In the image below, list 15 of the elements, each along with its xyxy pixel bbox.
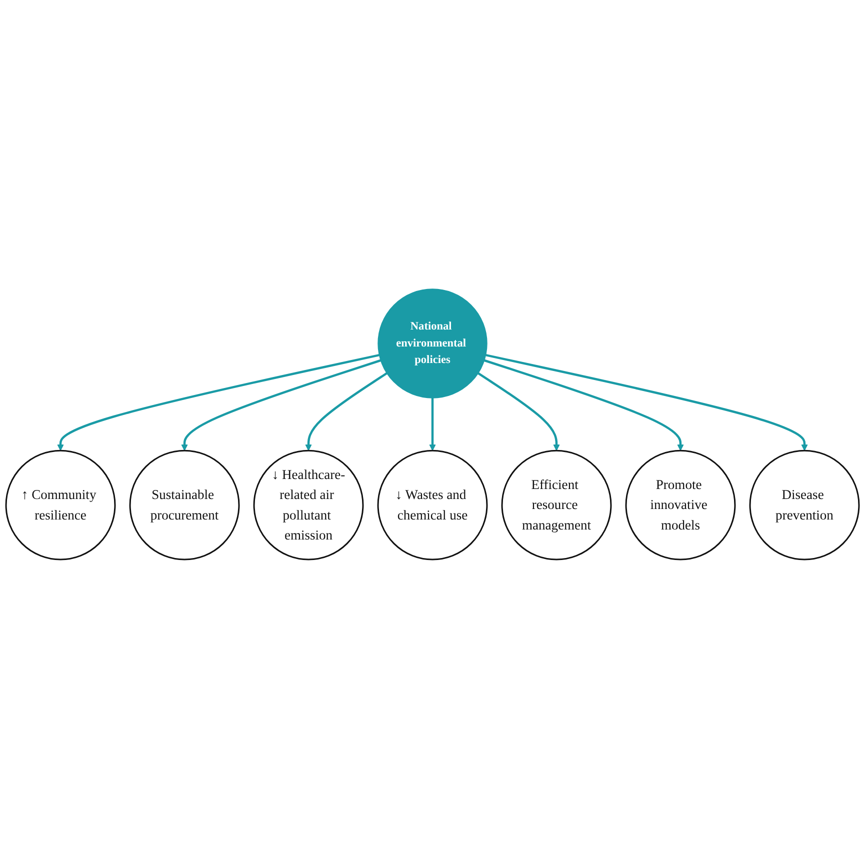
node-circle: ↑ Community resilience bbox=[5, 450, 116, 560]
node-circle: Disease prevention bbox=[749, 450, 860, 560]
node-circle: ↓ Wastes and chemical use bbox=[377, 450, 488, 560]
node-circle: Efficient resource management bbox=[501, 450, 612, 560]
arrow bbox=[484, 359, 684, 451]
node-circle: Promote innovative models bbox=[625, 450, 736, 560]
node-circle: National environmental policies bbox=[378, 288, 488, 398]
arrow bbox=[305, 372, 388, 451]
arrow bbox=[486, 354, 808, 451]
arrow bbox=[478, 372, 560, 451]
arrow bbox=[429, 398, 436, 451]
node-circle: ↓ Healthcare-related air pollutant emission bbox=[253, 450, 364, 560]
arrow bbox=[57, 354, 380, 451]
node-circle: Sustainable procurement bbox=[129, 450, 240, 560]
arrow bbox=[181, 359, 382, 451]
